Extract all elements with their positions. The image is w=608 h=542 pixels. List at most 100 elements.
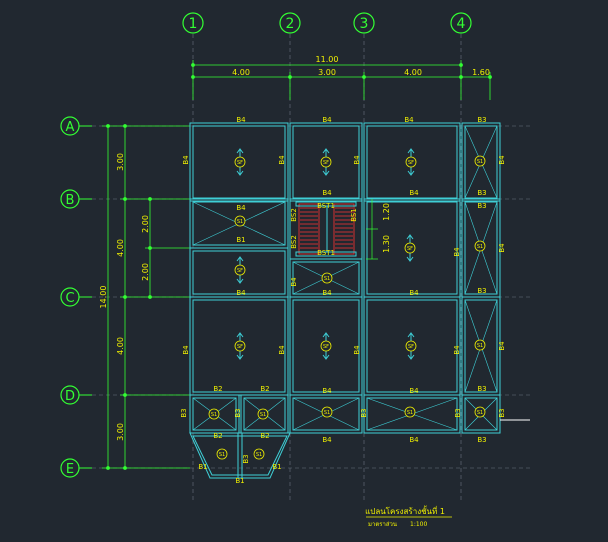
slab-mark-s1: S1 [321,272,333,284]
row-label-a: A [66,120,75,135]
slab-mark-s1: S1 [234,215,246,227]
column-label-4: 4 [457,16,466,32]
beam-label-b4: B4 [353,345,361,355]
beam-label-b4: B4 [409,387,419,395]
beam-label-b2: B2 [260,385,269,393]
slab-label-s1: S1 [260,412,266,418]
slab-mark-sf: SF [404,234,416,262]
beam-label-b4: B4 [498,341,506,351]
beam-label-b3: B3 [242,454,250,463]
slab-mark-s1: S1 [474,339,486,351]
slab-label-s1: S1 [407,410,413,416]
beam-label-bst1: BST1 [317,202,335,210]
beam-label-b4: B4 [498,155,506,165]
slab-label-s1: S1 [256,452,262,458]
beam-label-b4: B4 [236,116,246,124]
dim-overall-vertical: 14.00 [99,286,108,309]
beam-label-b4: B4 [409,436,419,444]
column-label-2: 2 [286,16,295,32]
slab-mark-s1: S1 [321,406,333,418]
slab-label-sf: SF [408,160,414,166]
beam-label-b4: B4 [278,155,286,165]
column-bubble-1: 1 [182,12,204,34]
slab-label-s1: S1 [324,276,330,282]
slab-mark-s1: S1 [253,448,265,460]
column-label-3: 3 [360,16,369,32]
slab-mark-sf: SF [320,148,332,176]
beam-label-b4: B4 [322,189,332,197]
column-label-1: 1 [189,16,198,32]
beam-label-b1: B1 [272,463,281,471]
slab-label-sf: SF [237,344,243,350]
row-bubble-c: C [60,287,92,307]
slab-label-sf: SF [237,268,243,274]
dim-span-1-2: 4.00 [232,68,250,77]
beam-label-b1: B1 [235,477,244,485]
slab-label-s1: S1 [477,244,483,250]
slab-mark-sf: SF [405,332,417,360]
dim-span-c-d: 4.00 [116,337,125,355]
dim-sub-lower: 2.00 [141,263,150,281]
beam-label-b4: B4 [453,345,461,355]
slab-mark-sf: SF [320,332,332,360]
dim-overall-horizontal: 11.00 [316,55,339,64]
dim-span-b-c: 4.00 [116,239,125,257]
beam-label-b4: B4 [322,289,332,297]
dim-sub-upper: 2.00 [141,215,150,233]
slab-mark-sf: SF [234,256,246,284]
slab-mark-s1: S1 [474,155,486,167]
column-bubble-4: 4 [450,12,472,34]
beam-label-b3: B3 [477,436,486,444]
row-bubble-e: E [60,458,92,478]
slab-mark-sf: SF [234,148,246,176]
slab-mark-s1: S1 [257,408,269,420]
slab-mark-s1: S1 [216,448,228,460]
beam-label-b4: B4 [353,155,361,165]
slab-label-s1: S1 [477,410,483,416]
slab-label-sf: SF [237,160,243,166]
dim-span-a-b: 3.00 [116,153,125,171]
beam-label-b4: B4 [453,247,461,257]
stair-region [298,203,355,255]
stair-beams [295,201,357,257]
slab-cross-hatch [192,125,498,431]
slab-mark-s1: S1 [208,408,220,420]
beam-label-b3: B3 [477,202,486,210]
scale-value: 1:100 [410,521,427,528]
stair-dimension [366,199,378,260]
slab-label-sf: SF [323,160,329,166]
row-bubble-a: A [60,116,92,136]
beam-label-b4: B4 [498,243,506,253]
beam-label-b4: B4 [404,116,414,124]
beam-label-b3: B3 [498,408,506,417]
slab-label-s1: S1 [324,410,330,416]
dim-span-d-e: 3.00 [116,423,125,441]
scale-label: มาตราส่วน [368,521,397,528]
slab-label-sf: SF [408,344,414,350]
beam-label-b1: B1 [236,236,245,244]
beam-outlines [189,122,501,479]
beam-label-bs2: BS2 [290,208,298,222]
slab-mark-sf: SF [405,148,417,176]
slab-label-s1: S1 [219,452,225,458]
beam-label-b2: B2 [260,432,269,440]
column-bubble-3: 3 [353,12,375,34]
slab-mark-s1: S1 [404,406,416,418]
drawing-title: แปลนโครงสร้างชั้นที่ 1 [365,505,445,516]
beam-label-b4: B4 [322,387,332,395]
row-label-b: B [66,193,75,208]
row-label-c: C [65,291,74,306]
slab-label-s1: S1 [211,412,217,418]
beam-label-b3: B3 [477,189,486,197]
beam-label-bs1: BS1 [350,208,358,222]
beam-label-b3: B3 [477,287,486,295]
beam-label-b4: B4 [182,345,190,355]
column-bubble-2: 2 [279,12,301,34]
beam-label-b4: B4 [236,289,246,297]
slab-label-sf: SF [323,344,329,350]
row-bubble-b: B [60,189,92,209]
beam-label-b2: B2 [213,385,222,393]
beam-label-b4: B4 [322,436,332,444]
beam-label-b3: B3 [477,116,486,124]
